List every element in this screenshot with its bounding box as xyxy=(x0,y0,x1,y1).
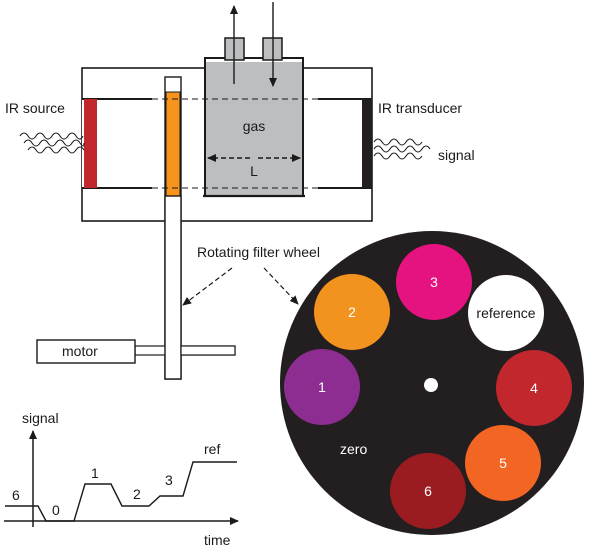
filter-label-2: 2 xyxy=(348,304,356,320)
filter-label-6: 6 xyxy=(424,483,432,499)
ir-input-wave-3 xyxy=(27,146,85,154)
motor-box xyxy=(36,339,136,364)
gas-label: gas xyxy=(243,118,266,134)
zero-position-label: zero xyxy=(340,441,367,457)
step-label-3: 3 xyxy=(165,472,173,488)
step-label-0: 0 xyxy=(52,502,60,518)
signal-wave-2 xyxy=(373,145,431,153)
signal-output-label: signal xyxy=(438,147,475,163)
step-label-2: 2 xyxy=(133,486,141,502)
filter-label-4: 4 xyxy=(530,380,538,396)
wheel-hub xyxy=(424,378,438,392)
step-label-6: 6 xyxy=(12,487,20,503)
gas-cell-outline xyxy=(204,57,304,196)
ir-input-wave-1 xyxy=(19,132,84,140)
filter-label-5: 5 xyxy=(499,455,507,471)
filter-wheel-arrow-left xyxy=(182,267,233,306)
path-length-label: L xyxy=(250,163,258,179)
filter-wheel-label: Rotating filter wheel xyxy=(197,244,320,260)
motor-label: motor xyxy=(62,343,98,359)
filter-disc-reference xyxy=(468,275,544,351)
plot-y-label: signal xyxy=(22,410,59,426)
signal-trace xyxy=(5,461,237,522)
ir-transducer-label: IR transducer xyxy=(378,100,462,116)
plot-x-label: time xyxy=(204,532,231,548)
ir-source-label: IR source xyxy=(5,100,65,116)
filter-window xyxy=(165,91,181,197)
step-label-1: 1 xyxy=(91,465,99,481)
filter-shaft-front xyxy=(164,195,182,380)
filter-disc-5 xyxy=(465,425,541,501)
filter-label-3: 3 xyxy=(430,274,438,290)
step-label-ref: ref xyxy=(204,441,220,457)
filter-disc-1 xyxy=(284,349,360,425)
filter-disc-6 xyxy=(390,453,466,529)
ir-transducer-element xyxy=(362,99,372,188)
signal-wave-1 xyxy=(373,138,423,146)
ir-source-element xyxy=(84,99,97,188)
filter-wheel-arrow-right xyxy=(263,267,299,305)
filter-disc-4 xyxy=(496,350,572,426)
filter-disc-3 xyxy=(396,244,472,320)
motor-shaft-front xyxy=(180,345,236,356)
filter-disc-2 xyxy=(314,274,390,350)
signal-wave-3 xyxy=(373,152,423,160)
filter-label-reference: reference xyxy=(476,305,535,321)
filter-label-1: 1 xyxy=(318,379,326,395)
filter-wheel-filters: 3 2 reference 1 4 5 6 xyxy=(284,244,572,529)
ir-input-wave-2 xyxy=(23,139,85,147)
gas-cell xyxy=(205,62,303,196)
